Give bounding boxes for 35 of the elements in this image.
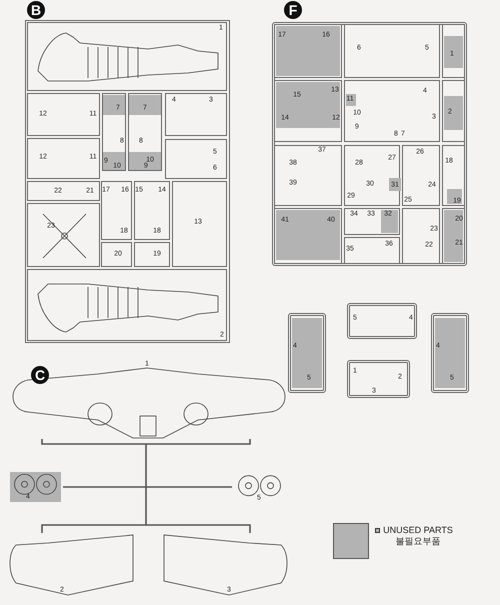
parts-cell (442, 24, 465, 78)
parts-cell (442, 80, 465, 142)
parts-cell (442, 145, 465, 206)
parts-cell (402, 208, 440, 264)
parts-cell (101, 181, 132, 240)
parts-cell (27, 203, 100, 267)
sprue-letter-badge: C (31, 366, 49, 384)
parts-cell (172, 181, 227, 267)
parts-cell (27, 22, 227, 91)
parts-cell (134, 181, 170, 240)
sprue-letter-badge: F (284, 1, 302, 19)
parts-cell (101, 242, 132, 267)
parts-cell (344, 80, 440, 142)
sprue-letter-badge: B (27, 1, 45, 19)
parts-cell (128, 93, 162, 171)
parts-cell (165, 139, 227, 179)
parts-cell (134, 242, 170, 267)
parts-cell (402, 145, 440, 206)
parts-cell (344, 24, 440, 78)
parts-cell (27, 138, 100, 179)
parts-cell (27, 93, 100, 136)
parts-cell (288, 313, 326, 393)
parts-cell (347, 360, 410, 398)
parts-cell (431, 313, 469, 393)
parts-cell (165, 93, 227, 136)
parts-cell (344, 208, 400, 235)
parts-cell (344, 237, 400, 264)
parts-cell (347, 303, 417, 339)
legend-text: UNUSED PARTS 불필요부품 (382, 525, 454, 547)
parts-cell (344, 145, 400, 206)
parts-cell (27, 181, 100, 201)
parts-cell (274, 80, 342, 142)
parts-cell (27, 269, 227, 341)
parts-cell (274, 145, 342, 206)
parts-cell (102, 93, 126, 171)
